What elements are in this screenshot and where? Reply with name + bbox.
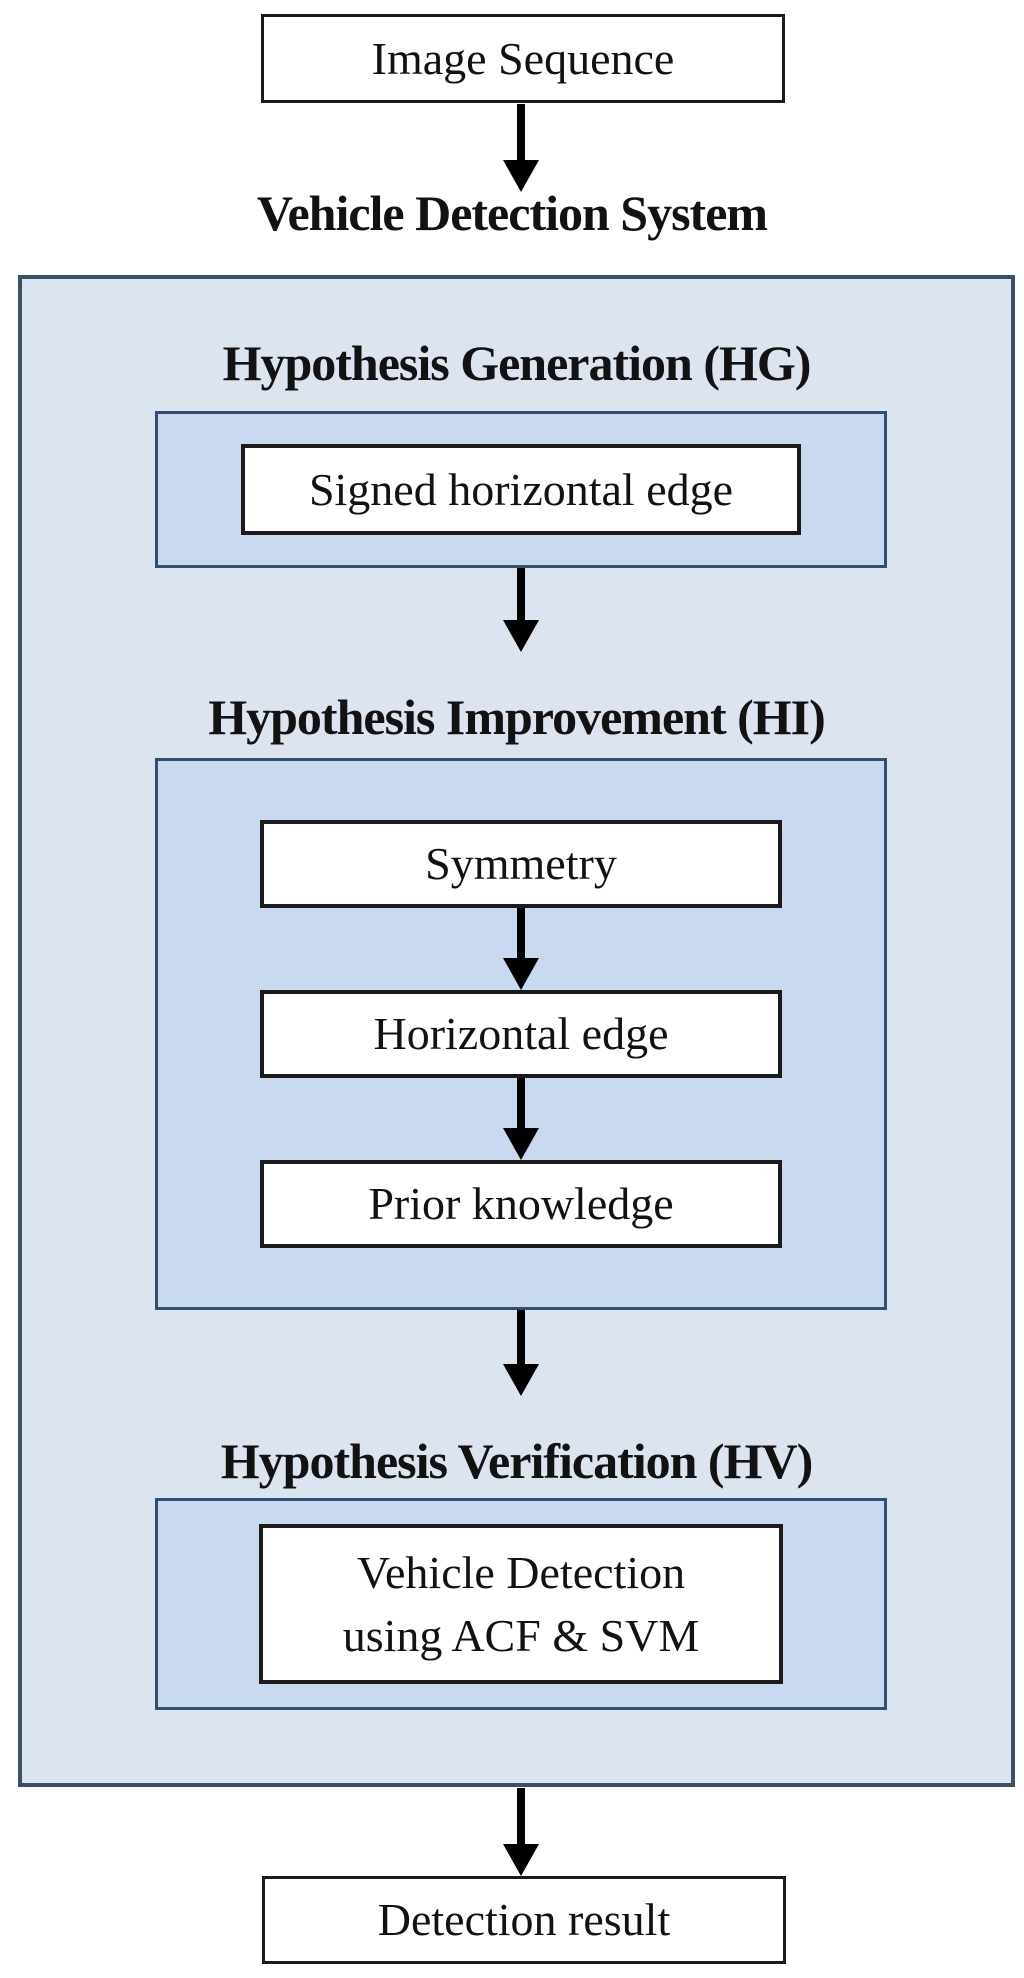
- arrow-horizontal-edge-to-prior-knowledge: [503, 1078, 539, 1160]
- system-title: Vehicle Detection System: [256, 185, 768, 241]
- input-node-label: Image Sequence: [371, 32, 675, 84]
- arrow-symmetry-to-horizontal-edge: [503, 908, 539, 990]
- node-label: Horizontal edge: [373, 1008, 669, 1060]
- node-label: Signed horizontal edge: [308, 463, 734, 515]
- arrow-down-icon: [503, 1364, 539, 1396]
- node-symmetry: Symmetry: [260, 820, 782, 908]
- arrow-hi-to-hv: [503, 1310, 539, 1396]
- arrow-shaft: [517, 568, 525, 620]
- input-node-image-sequence: Image Sequence: [261, 14, 785, 103]
- node-label: Prior knowledge: [368, 1178, 674, 1230]
- hypothesis-generation-title: Hypothesis Generation (HG): [222, 335, 812, 391]
- node-label: Symmetry: [425, 838, 617, 890]
- arrow-down-icon: [503, 160, 539, 192]
- node-prior-knowledge: Prior knowledge: [260, 1160, 782, 1248]
- hypothesis-improvement-title: Hypothesis Improvement (HI): [208, 689, 826, 745]
- hypothesis-improvement-stage: Symmetry Horizontal edge Prior knowledge: [155, 758, 887, 1310]
- arrow-shaft: [517, 1788, 525, 1844]
- arrow-shaft: [517, 1078, 525, 1128]
- arrow-input-to-system: [503, 104, 539, 192]
- output-node-detection-result: Detection result: [262, 1876, 786, 1964]
- node-signed-horizontal-edge: Signed horizontal edge: [241, 444, 801, 535]
- node-label: Vehicle Detection using ACF & SVM: [342, 1546, 700, 1661]
- node-horizontal-edge: Horizontal edge: [260, 990, 782, 1078]
- arrow-shaft: [517, 104, 525, 160]
- hypothesis-verification-title: Hypothesis Verification (HV): [220, 1433, 813, 1489]
- arrow-down-icon: [503, 1844, 539, 1876]
- arrow-down-icon: [503, 620, 539, 652]
- hypothesis-verification-stage: Vehicle Detection using ACF & SVM: [155, 1498, 887, 1710]
- vehicle-detection-system-container: Hypothesis Generation (HG) Signed horizo…: [18, 275, 1015, 1787]
- arrow-shaft: [517, 908, 525, 958]
- arrow-system-to-result: [503, 1788, 539, 1876]
- hypothesis-generation-stage: Signed horizontal edge: [155, 411, 887, 568]
- arrow-down-icon: [503, 958, 539, 990]
- arrow-hg-to-hi: [503, 568, 539, 652]
- arrow-shaft: [517, 1310, 525, 1364]
- arrow-down-icon: [503, 1128, 539, 1160]
- node-vehicle-detection-acf-svm: Vehicle Detection using ACF & SVM: [259, 1524, 783, 1684]
- output-node-label: Detection result: [377, 1894, 671, 1945]
